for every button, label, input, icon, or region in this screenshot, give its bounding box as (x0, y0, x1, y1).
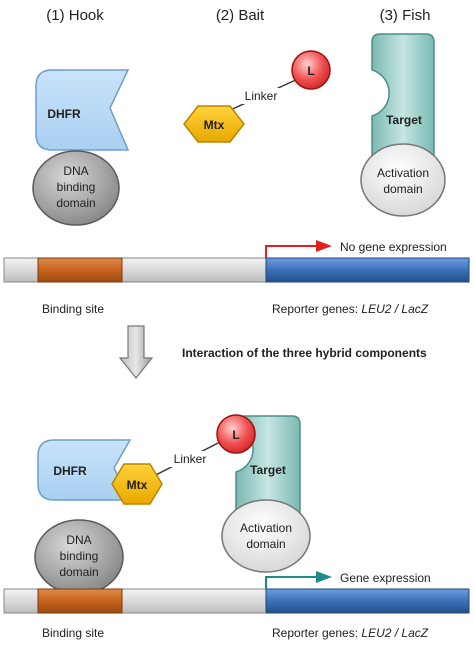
dna-label-line2-top: binding (57, 180, 96, 194)
target-label-top: Target (386, 113, 422, 127)
reporter-gene-segment-bottom (265, 588, 470, 614)
mtx-label-bottom: Mtx (127, 478, 148, 492)
linker-label-top: Linker (245, 89, 278, 103)
dhfr-label-bottom: DHFR (53, 464, 87, 478)
binding-site-label-bottom: Binding site (42, 626, 104, 640)
ligand-circle-bottom (216, 414, 256, 454)
header-hook: (1) Hook (46, 7, 104, 24)
linker-label-bottom: Linker (174, 452, 207, 466)
activation-label-line2-bottom: domain (246, 537, 285, 551)
dna-binding-domain-top (32, 150, 120, 226)
expression-arrowhead (316, 571, 332, 583)
dna-label-line1-top: DNA (63, 164, 88, 178)
fish-protein-bottom: Target Activation domain (221, 415, 311, 573)
bait-molecule-bottom: Linker Mtx L (111, 414, 256, 505)
mtx-hexagon-top (183, 105, 245, 143)
binding-site-label-top: Binding site (42, 302, 104, 316)
target-shape-top (371, 33, 435, 159)
interaction-caption: Interaction of the three hybrid componen… (182, 346, 427, 360)
binding-site-segment-top (37, 257, 123, 283)
dna-label-line1-bottom: DNA (66, 533, 91, 547)
activation-label-line2-top: domain (383, 182, 422, 196)
ligand-label-bottom: L (232, 428, 239, 442)
ligand-label-top: L (307, 64, 314, 78)
header-fish: (3) Fish (380, 7, 431, 24)
dhfr-shape-top (35, 69, 130, 151)
dhfr-label-top: DHFR (47, 107, 81, 121)
binding-site-segment-bottom (37, 588, 123, 614)
dna-label-line3-bottom: domain (59, 565, 98, 579)
no-expression-arrow (265, 245, 318, 258)
reporter-gene-segment-top (265, 257, 470, 283)
no-expression-arrowhead (316, 240, 332, 252)
dna-strand-top: No gene expression (3, 240, 470, 283)
activation-domain-top (360, 143, 446, 217)
dna-strand-bottom: Gene expression (3, 571, 470, 614)
mtx-hexagon-bottom (111, 463, 163, 505)
bait-molecule-top: Linker Mtx L (183, 50, 331, 143)
activation-domain-bottom (221, 499, 311, 573)
expression-arrow (265, 576, 318, 589)
target-label-bottom: Target (250, 463, 286, 477)
reporter-genes-label-bottom: Reporter genes: LEU2 / LacZ (272, 626, 429, 640)
hook-protein-bottom: DHFR DNA binding domain (34, 439, 132, 595)
activation-label-line1-bottom: Activation (240, 521, 292, 535)
dhfr-shape-bottom (37, 439, 132, 501)
activation-label-line1-top: Activation (377, 166, 429, 180)
dna-label-line3-top: domain (56, 196, 95, 210)
header-bait: (2) Bait (216, 7, 265, 24)
mtx-label-top: Mtx (204, 118, 225, 132)
reporter-genes-label-top: Reporter genes: LEU2 / LacZ (272, 302, 429, 316)
expression-label: Gene expression (340, 571, 431, 585)
dna-label-line2-bottom: binding (60, 549, 99, 563)
down-arrow (118, 325, 154, 379)
ligand-circle-top (291, 50, 331, 90)
no-expression-label: No gene expression (340, 240, 447, 254)
hook-protein-top: DHFR DNA binding domain (32, 69, 130, 226)
fish-protein-top: Target Activation domain (360, 33, 446, 217)
